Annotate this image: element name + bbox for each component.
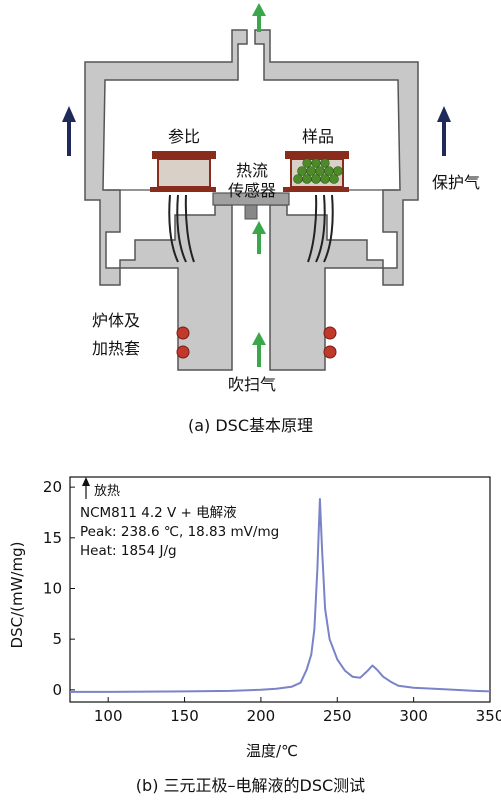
x-tick-label: 350	[476, 707, 501, 725]
exo-label: 放热	[94, 484, 120, 499]
y-tick-label: 5	[52, 630, 62, 648]
annotation-line2: Peak: 238.6 ℃, 18.83 mV/mg	[80, 524, 279, 540]
arrow-up-icon	[62, 106, 76, 156]
axis-ticks: 100 150 200 250 300 350 0 5 10 15 20	[43, 478, 501, 725]
x-tick-label: 100	[94, 707, 123, 725]
arrow-up-icon	[252, 221, 266, 254]
reference-pan	[150, 151, 216, 192]
dsc-curve	[70, 498, 491, 693]
plot-frame	[69, 476, 491, 703]
furnace-right-half	[254, 29, 419, 371]
label-sensor-line2: 传感器	[228, 181, 276, 200]
y-tick-label: 10	[43, 579, 62, 597]
x-tick-label: 250	[323, 707, 352, 725]
label-sensor-line1: 热流	[236, 161, 268, 180]
label-furnace-line2: 加热套	[92, 339, 140, 358]
x-tick-label: 300	[399, 707, 428, 725]
plot-border	[69, 476, 491, 703]
y-axis-label: DSC/(mW/mg)	[8, 542, 26, 649]
furnace-left-half	[84, 29, 248, 371]
label-furnace-line1: 炉体及	[92, 311, 140, 330]
caption-b: (b) 三元正极–电解液的DSC测试	[135, 776, 366, 795]
dsc-principle-diagram: 参比 样品 热流 传感器 保护气 炉体及 加热套 吹扫气	[62, 3, 480, 394]
label-sample: 样品	[302, 127, 334, 146]
label-protect-gas: 保护气	[432, 173, 480, 192]
housing-body	[88, 30, 243, 56]
annotation-line3: Heat: 1854 J/g	[80, 543, 177, 559]
heater-coils	[176, 326, 337, 359]
x-tick-label: 200	[247, 707, 276, 725]
label-purge-gas: 吹扫气	[228, 375, 276, 394]
y-tick-label: 15	[43, 529, 62, 547]
y-tick-label: 20	[43, 478, 62, 496]
purge-gas-arrows	[252, 3, 266, 367]
caption-a: (a) DSC基本原理	[187, 416, 314, 435]
x-axis-label: 温度/℃	[246, 742, 298, 760]
arrow-up-icon	[437, 106, 451, 156]
x-tick-label: 150	[170, 707, 199, 725]
y-tick-label: 0	[52, 681, 62, 699]
series-layer	[70, 498, 491, 693]
thermocouple-wires	[168, 194, 334, 263]
sample-granules	[293, 158, 343, 184]
arrow-up-icon	[252, 332, 266, 367]
sample-pan	[283, 151, 349, 192]
exo-indicator	[82, 477, 90, 499]
label-reference: 参比	[168, 127, 200, 146]
protect-gas-arrows	[62, 106, 451, 156]
dsc-chart: 100 150 200 250 300 350 0 5 10 15 20 DSC/(mW/mg) 温…	[8, 476, 501, 760]
arrow-up-icon	[252, 3, 266, 32]
annotation-line1: NCM811 4.2 V + 电解液	[80, 505, 237, 521]
